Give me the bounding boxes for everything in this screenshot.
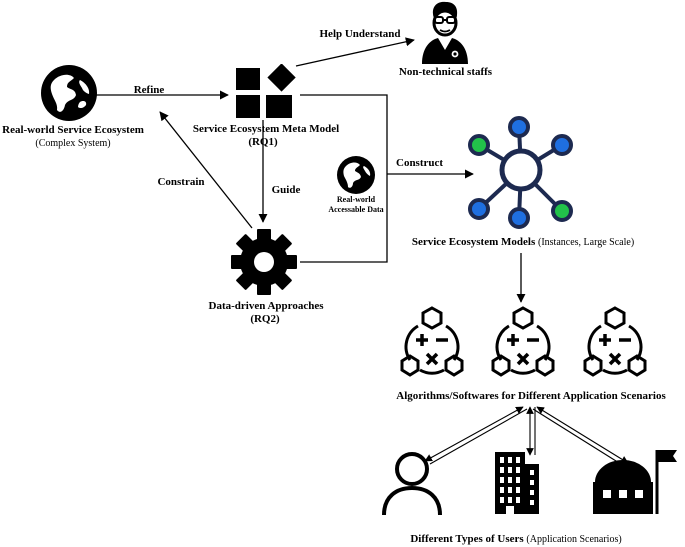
venue-icon: [593, 450, 677, 514]
approaches-title: Data-driven Approaches: [208, 300, 324, 312]
staff-title: Non-technical staffs: [398, 66, 493, 78]
help-understand-arrow: [295, 37, 415, 67]
guide-label: Guide: [271, 184, 301, 196]
algorithm-icon-1: [400, 306, 464, 377]
models-label: Service Ecosystem Models (Instances, Lar…: [388, 236, 658, 249]
algorithms-title: Algorithms/Softwares for Different Appli…: [396, 390, 666, 402]
data-label-line1: Real-world: [336, 195, 376, 204]
data-globe-icon: [337, 156, 375, 194]
models-title: Service Ecosystem Models: [411, 236, 536, 248]
users-label: Different Types of Users (Application Sc…: [396, 533, 636, 546]
user-link-left: [424, 406, 524, 462]
algorithm-icon-3: [583, 306, 647, 377]
meta-model-subtitle: (RQ1): [248, 136, 278, 148]
ecosystem-subtitle: (Complex System): [35, 138, 111, 149]
constrain-label: Constrain: [157, 176, 205, 188]
meta-model-title: Service Ecosystem Meta Model: [192, 123, 340, 135]
construct-label: Construct: [396, 157, 444, 169]
user-link-left-2: [429, 408, 528, 465]
user-link-right-2: [532, 408, 625, 467]
help-understand-label: Help Understand: [319, 28, 401, 40]
approaches-subtitle: (RQ2): [250, 313, 280, 325]
building-icon: [495, 452, 539, 514]
models-subtitle: (Instances, Large Scale): [538, 237, 635, 248]
ecosystem-title: Real-world Service Ecosystem: [2, 124, 144, 136]
bracket-bottom: [300, 174, 388, 263]
users-title: Different Types of Users: [410, 533, 524, 545]
data-label-line2: Accessable Data: [328, 205, 384, 214]
refine-label: Refine: [133, 84, 165, 96]
users-subtitle: (Application Scenarios): [526, 534, 622, 545]
bracket-top: [300, 94, 388, 174]
hub-network-icon: [468, 116, 573, 229]
meta-model-blocks-icon: [236, 64, 296, 118]
user-icon: [382, 452, 442, 516]
user-link-right: [536, 406, 629, 464]
staff-person-icon: [422, 1, 468, 64]
constrain-arrow: [159, 111, 253, 229]
algorithm-icon-2: [491, 306, 555, 377]
globe-icon: [41, 65, 97, 121]
gear-icon: [231, 229, 297, 295]
